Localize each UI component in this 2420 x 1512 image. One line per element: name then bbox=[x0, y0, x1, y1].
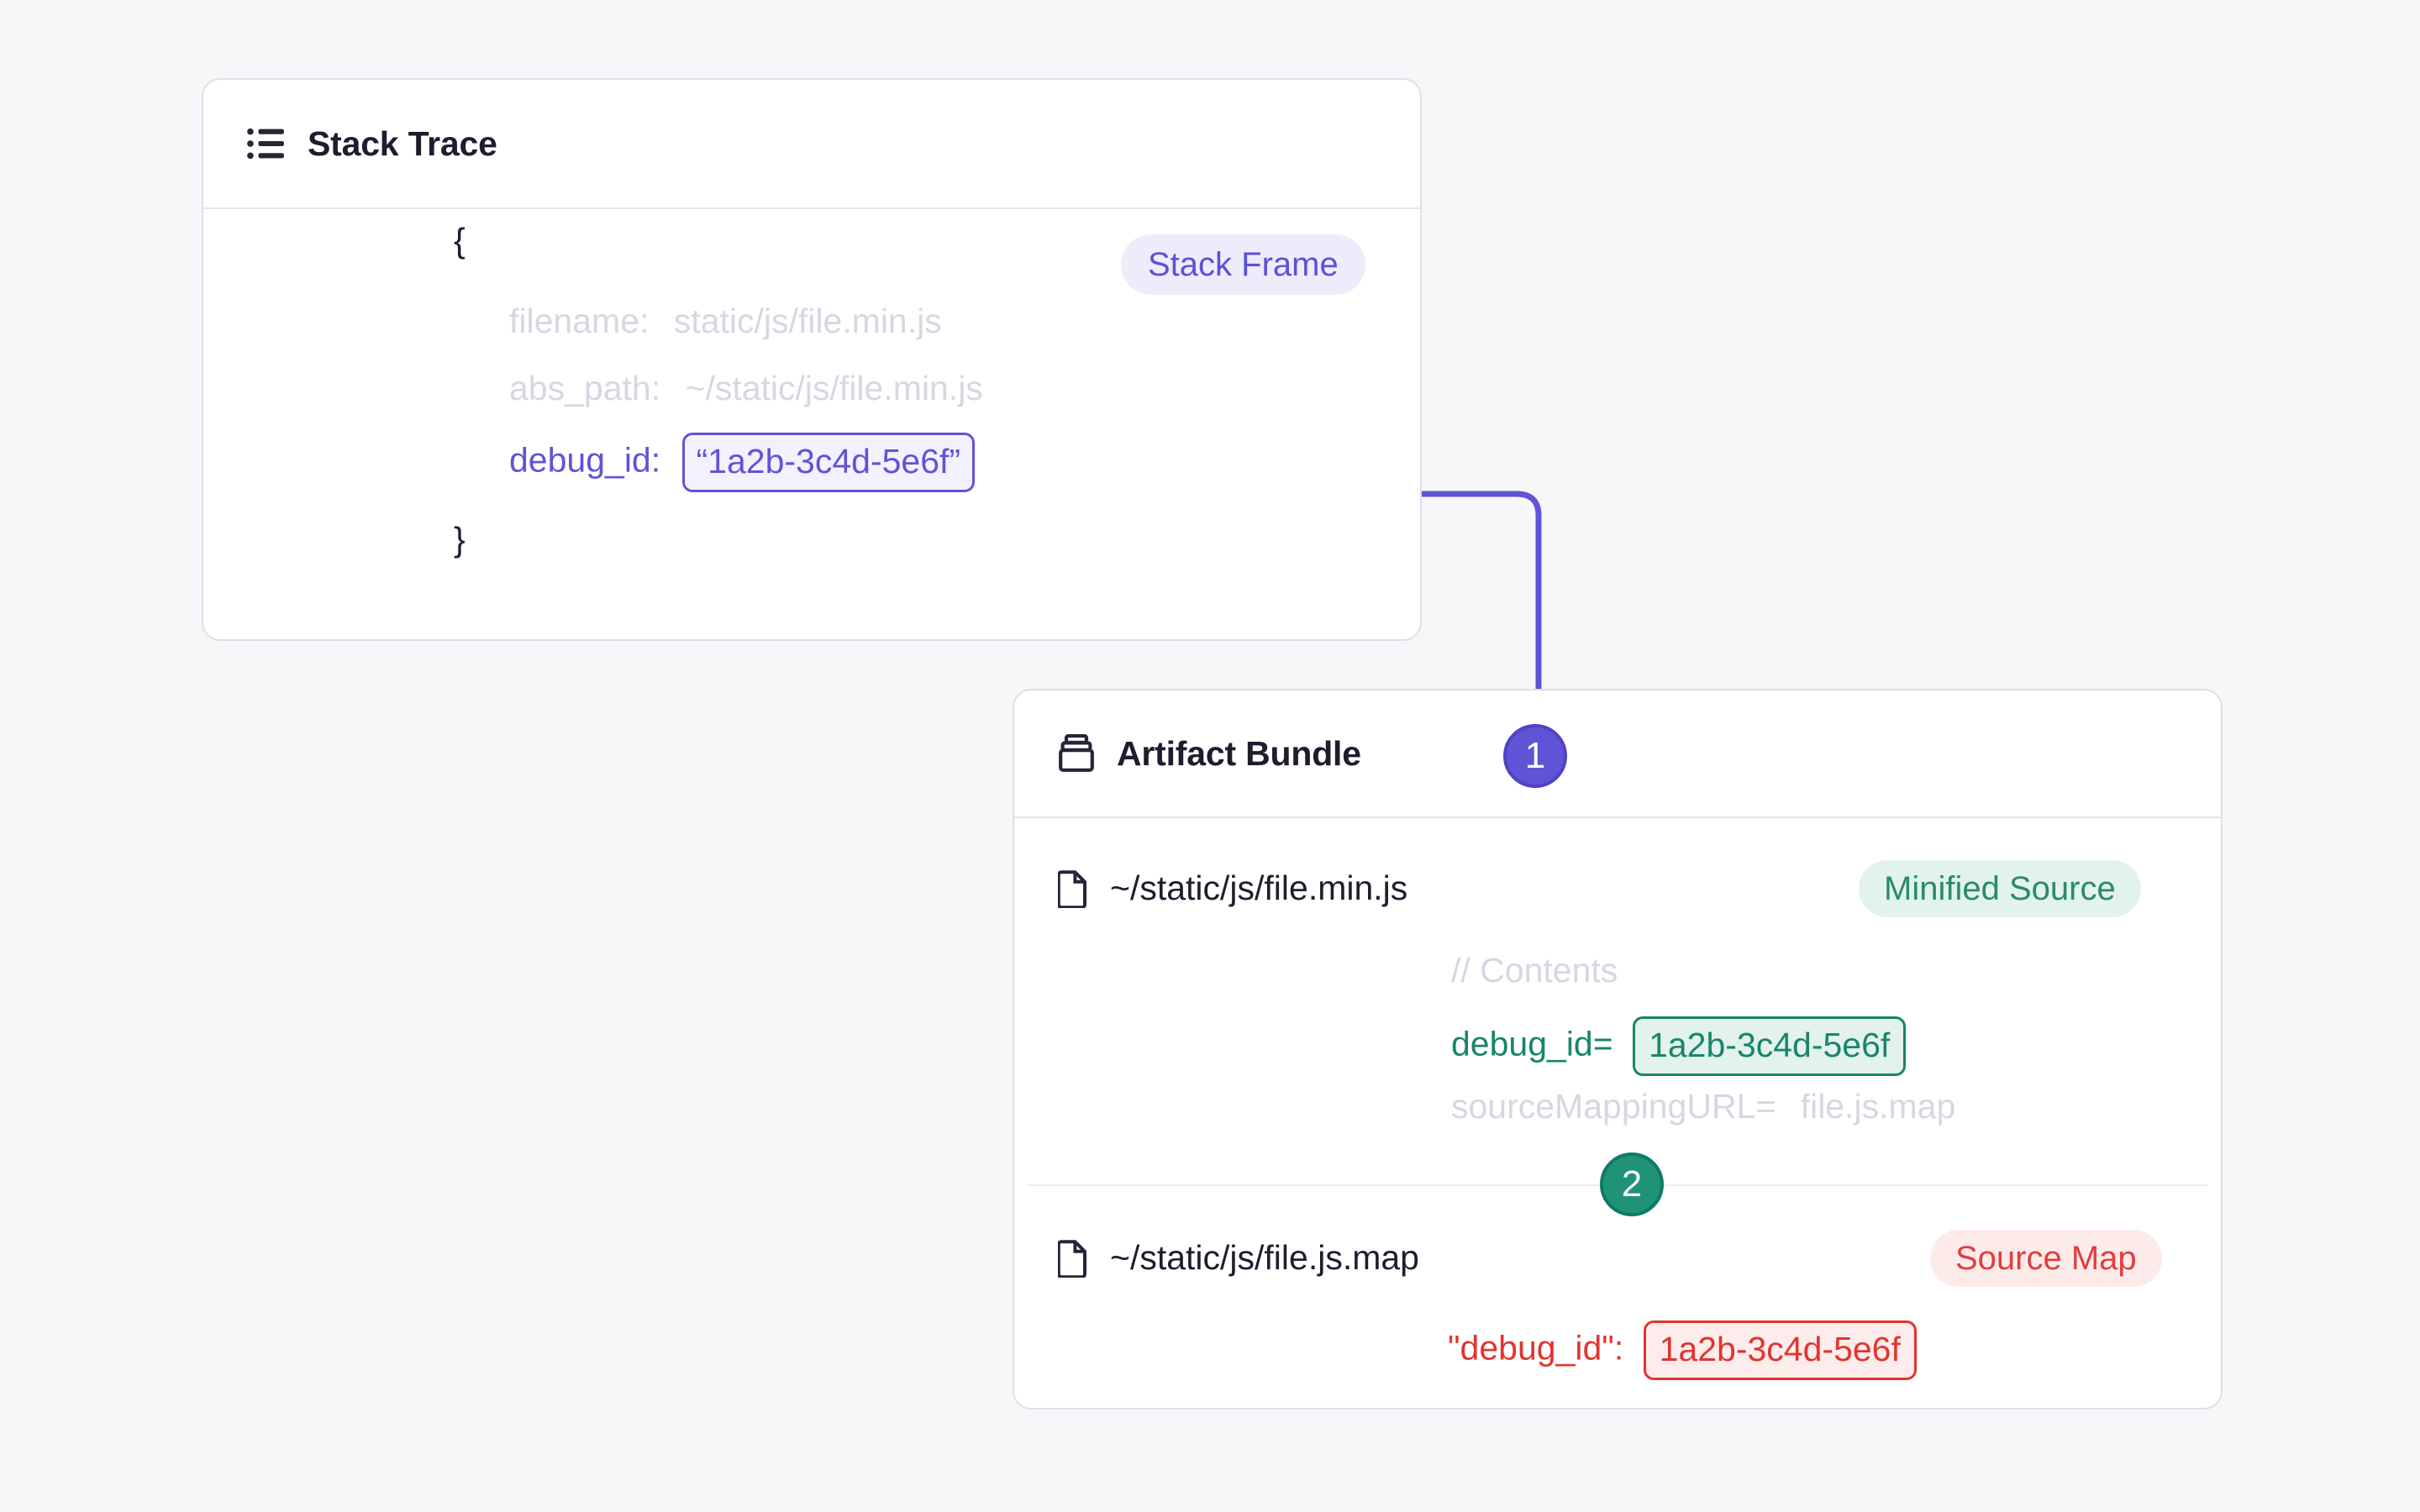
source-map-debugid-row: "debug_id": 1a2b-3c4d-5e6f bbox=[1448, 1320, 1917, 1380]
minified-source-badge: Minified Source bbox=[1859, 860, 2141, 917]
source-map-file-row[interactable]: ~/static/js/file.js.map bbox=[1058, 1238, 1419, 1278]
list-icon bbox=[247, 127, 286, 160]
source-mapping-url-key: sourceMappingURL= bbox=[1451, 1087, 1776, 1126]
artifact-file-source-map: ~/static/js/file.js.map Source Map "debu… bbox=[1014, 1186, 2221, 1411]
file-icon bbox=[1058, 869, 1088, 908]
minified-source-file-row[interactable]: ~/static/js/file.min.js bbox=[1058, 869, 1407, 908]
stack-frame-filename-row: filename: static/js/file.min.js bbox=[509, 302, 942, 341]
stack-trace-title: Stack Trace bbox=[308, 123, 497, 163]
stack-trace-header: Stack Trace bbox=[203, 80, 1420, 207]
minified-debug-id-chip[interactable]: 1a2b-3c4d-5e6f bbox=[1633, 1016, 1907, 1076]
stack-frame-badge: Stack Frame bbox=[1121, 234, 1365, 295]
stack-frame-debug-id-chip[interactable]: “1a2b-3c4d-5e6f” bbox=[681, 433, 976, 492]
archive-icon bbox=[1058, 734, 1095, 773]
artifact-file-minified-source: ~/static/js/file.min.js Minified Source … bbox=[1014, 816, 2221, 1126]
filename-key: filename: bbox=[509, 302, 650, 340]
minified-debug-id-key: debug_id= bbox=[1451, 1024, 1613, 1063]
json-close-brace: } bbox=[454, 520, 466, 559]
step-badge-2: 2 bbox=[1600, 1152, 1664, 1216]
artifact-bundle-card: Artifact Bundle ~/static/js/file.min.js … bbox=[1013, 689, 2223, 1410]
filename-value: static/js/file.min.js bbox=[673, 302, 942, 340]
stack-trace-card: Stack Trace Stack Frame { filename: stat… bbox=[202, 78, 1422, 641]
file-icon bbox=[1058, 1239, 1088, 1278]
source-map-badge: Source Map bbox=[1930, 1230, 2162, 1287]
artifact-bundle-title: Artifact Bundle bbox=[1117, 733, 1361, 773]
minified-contents-comment: // Contents bbox=[1451, 951, 1618, 990]
minified-sourcemappingurl-row: sourceMappingURL= file.js.map bbox=[1451, 1087, 1955, 1126]
abs-path-value: ~/static/js/file.min.js bbox=[685, 369, 983, 407]
stack-trace-body: Stack Frame { filename: static/js/file.m… bbox=[203, 207, 1420, 641]
artifact-bundle-header: Artifact Bundle bbox=[1014, 690, 2221, 816]
debug-id-key: debug_id: bbox=[509, 440, 661, 480]
minified-debugid-row: debug_id= 1a2b-3c4d-5e6f bbox=[1451, 1016, 1907, 1076]
source-map-debug-id-key: "debug_id": bbox=[1448, 1328, 1624, 1368]
abs-path-key: abs_path: bbox=[509, 369, 661, 407]
stack-frame-debugid-row: debug_id: “1a2b-3c4d-5e6f” bbox=[509, 433, 976, 492]
json-open-brace: { bbox=[454, 221, 466, 260]
source-map-file-name: ~/static/js/file.js.map bbox=[1110, 1238, 1419, 1277]
source-map-debug-id-chip[interactable]: 1a2b-3c4d-5e6f bbox=[1643, 1320, 1917, 1380]
stack-trace-header-divider bbox=[203, 207, 1420, 209]
artifact-bundle-header-divider bbox=[1014, 816, 2221, 818]
step-badge-1: 1 bbox=[1503, 724, 1567, 788]
stack-frame-abspath-row: abs_path: ~/static/js/file.min.js bbox=[509, 369, 983, 408]
minified-source-file-name: ~/static/js/file.min.js bbox=[1110, 869, 1408, 907]
source-mapping-url-value: file.js.map bbox=[1800, 1087, 1956, 1126]
